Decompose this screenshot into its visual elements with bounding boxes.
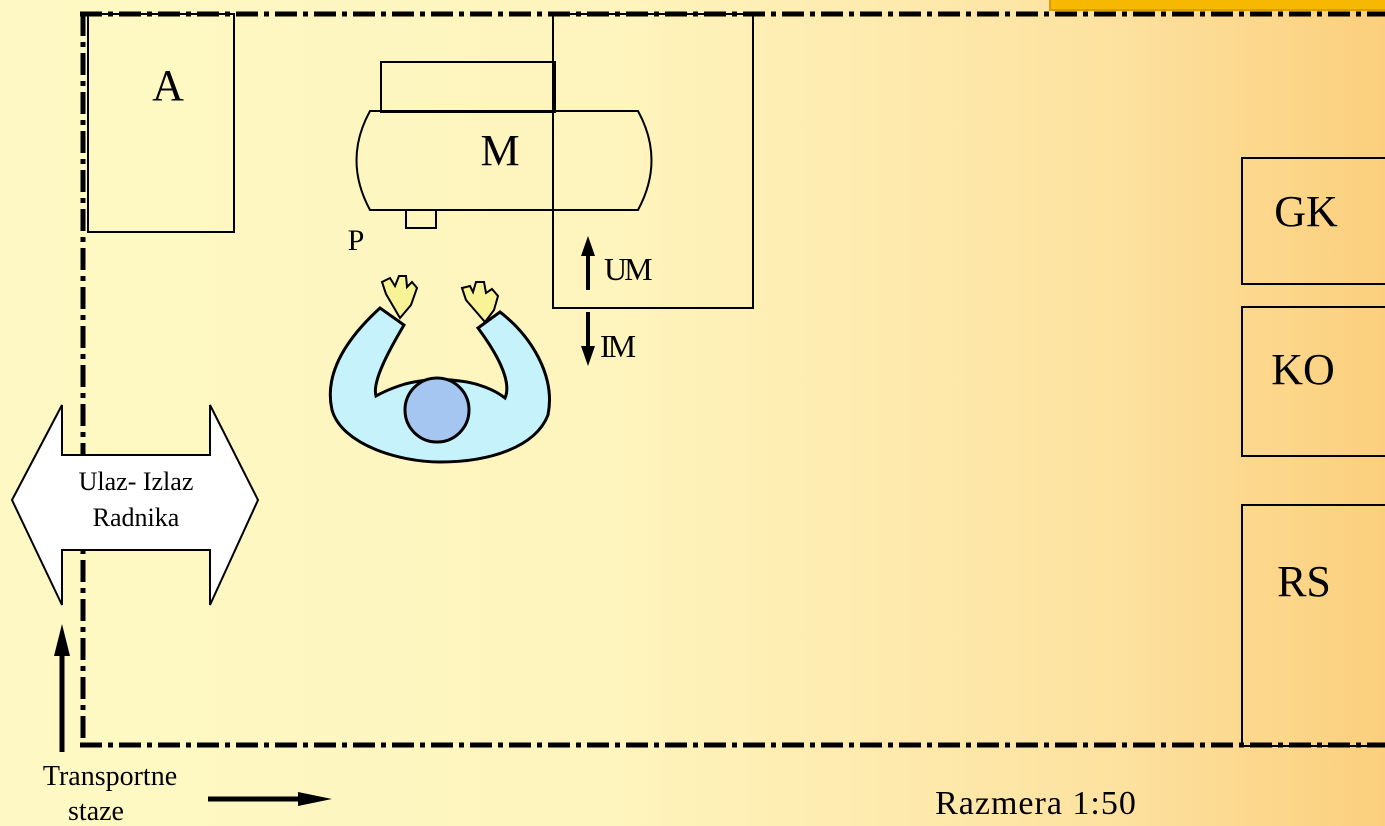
- worker-left-hand: [380, 275, 419, 320]
- worker-head: [403, 376, 471, 444]
- worker-right-hand: [460, 281, 500, 324]
- cabinet-rs-label: RS: [1277, 557, 1331, 606]
- machine-top: [380, 61, 556, 113]
- um-im-arrows: UM IM: [581, 236, 655, 366]
- pedal-p-label: P: [348, 224, 365, 257]
- cabinet-ko-label: KO: [1271, 345, 1335, 394]
- machine-m: M: [355, 110, 653, 211]
- cabinet-ko: KO: [1241, 306, 1385, 457]
- pedal-p: P: [348, 209, 437, 257]
- um-label: UM: [604, 251, 652, 287]
- im-label: IM: [600, 328, 636, 364]
- transport-arrows: Transportne staze: [43, 624, 332, 826]
- entrance-line2: Radnika: [93, 503, 180, 532]
- cabinet-a: A: [87, 13, 235, 233]
- entrance-exit-arrow: Ulaz- Izlaz Radnika: [10, 404, 260, 606]
- workspace-boundary: [80, 11, 1385, 748]
- machine-m-label: M: [480, 126, 519, 175]
- scale-label: Razmera 1:50: [935, 785, 1137, 822]
- transport-line1: Transportne: [43, 761, 177, 792]
- cabinet-rs: RS: [1241, 504, 1385, 747]
- cabinet-gk: GK: [1241, 157, 1385, 285]
- entrance-line1: Ulaz- Izlaz: [79, 467, 194, 496]
- cabinet-gk-label: GK: [1274, 187, 1338, 236]
- worker-figure: [328, 275, 551, 464]
- cabinet-a-label: A: [152, 61, 184, 110]
- top-right-box: [1049, 0, 1385, 11]
- transport-line2: staze: [68, 796, 124, 826]
- machine-zone: [552, 13, 754, 309]
